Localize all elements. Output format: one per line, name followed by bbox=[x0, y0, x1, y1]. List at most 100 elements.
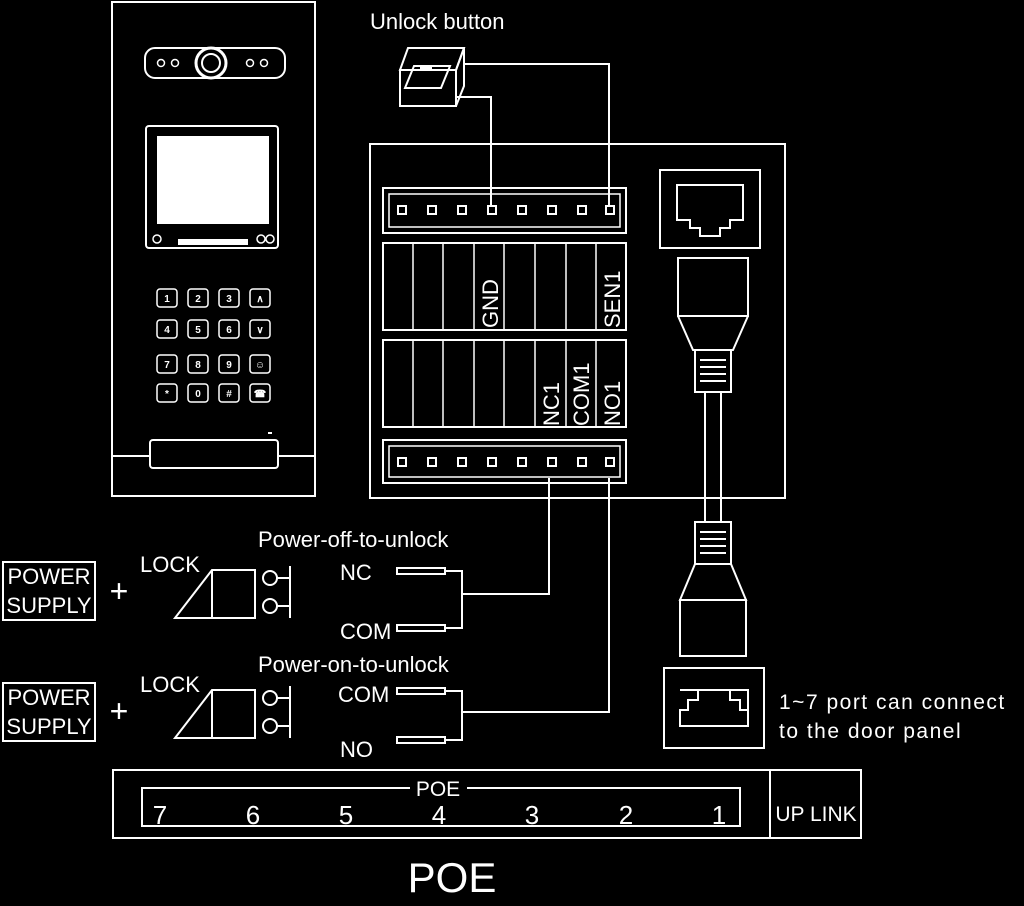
port-note-line1: 1~7 port can connect bbox=[779, 691, 1006, 714]
svg-text:6: 6 bbox=[226, 325, 232, 336]
rj45-port-switch bbox=[663, 667, 765, 749]
terminal-screw bbox=[577, 457, 587, 467]
svg-text:*: * bbox=[165, 389, 169, 400]
terminal-dividers bbox=[412, 243, 597, 427]
keypad-key: ☎ bbox=[249, 383, 271, 403]
port-note-line2: to the door panel bbox=[779, 720, 962, 743]
terminal-screw bbox=[605, 457, 615, 467]
uplink-label: UP LINK bbox=[775, 803, 856, 826]
controller-module bbox=[369, 143, 786, 499]
terminal-screw bbox=[547, 205, 557, 215]
keypad-key: 5 bbox=[187, 319, 209, 339]
poe-port-number: 1 bbox=[712, 800, 726, 830]
poe-caption: POE bbox=[408, 854, 497, 901]
terminal-sen1: SEN1 bbox=[600, 271, 625, 328]
poe-port-number: 2 bbox=[619, 800, 633, 830]
poe-switch bbox=[112, 769, 862, 839]
keypad-key: ∨ bbox=[249, 319, 271, 339]
contact-com-2: COM bbox=[338, 682, 389, 707]
svg-text:7: 7 bbox=[164, 360, 170, 371]
keypad-key: ☺ bbox=[249, 354, 271, 374]
poe-port-number: 3 bbox=[525, 800, 539, 830]
svg-text:2: 2 bbox=[195, 294, 201, 305]
svg-text:POWER: POWER bbox=[7, 564, 90, 589]
module-to-lock-wires bbox=[480, 478, 610, 713]
svg-text:5: 5 bbox=[195, 325, 201, 336]
keypad-key: 8 bbox=[187, 354, 209, 374]
svg-text:POWER: POWER bbox=[7, 685, 90, 710]
svg-text:∧: ∧ bbox=[256, 294, 263, 305]
keypad: 1 2 3 ∧ 4 5 6 ∨ 7 8 9 ☺ * 0 # ☎ bbox=[156, 288, 271, 403]
plus-sign-1: + bbox=[110, 573, 129, 609]
terminal-screw bbox=[457, 457, 467, 467]
poe-port-number: 5 bbox=[339, 800, 353, 830]
svg-text:3: 3 bbox=[226, 294, 232, 305]
terminal-screw bbox=[517, 205, 527, 215]
plus-sign-2: + bbox=[110, 693, 129, 729]
terminal-gnd: GND bbox=[478, 279, 503, 328]
terminal-screw bbox=[547, 457, 557, 467]
svg-text:SUPPLY: SUPPLY bbox=[6, 714, 92, 739]
door-panel bbox=[111, 1, 316, 497]
terminal-screw bbox=[517, 457, 527, 467]
contact-nc: NC bbox=[340, 560, 372, 585]
keypad-key: 6 bbox=[218, 319, 240, 339]
svg-text:☎: ☎ bbox=[254, 389, 266, 400]
poe-port-number: 4 bbox=[432, 800, 446, 830]
keypad-key: 2 bbox=[187, 288, 209, 308]
lock-icon-1 bbox=[172, 566, 291, 619]
keypad-key: 3 bbox=[218, 288, 240, 308]
svg-text:4: 4 bbox=[164, 325, 170, 336]
svg-text:9: 9 bbox=[226, 360, 232, 371]
mode-power-on: Power-on-to-unlock bbox=[258, 652, 450, 677]
terminal-screw bbox=[605, 205, 615, 215]
svg-text:☺: ☺ bbox=[255, 360, 265, 371]
wire-ends-1 bbox=[396, 567, 480, 632]
keypad-key: 0 bbox=[187, 383, 209, 403]
keypad-key: 1 bbox=[156, 288, 178, 308]
terminal-com1: COM1 bbox=[569, 362, 594, 426]
ethernet-cable bbox=[677, 257, 749, 657]
wire-ends-2 bbox=[396, 687, 480, 744]
contact-com-1: COM bbox=[340, 619, 391, 644]
keypad-key: 9 bbox=[218, 354, 240, 374]
keypad-key: 4 bbox=[156, 319, 178, 339]
rj45-jack-module bbox=[659, 169, 761, 249]
power-supply-box-2: POWER SUPPLY bbox=[2, 682, 96, 742]
lock-icon-2 bbox=[172, 686, 291, 739]
terminal-screw bbox=[397, 457, 407, 467]
terminal-screw bbox=[457, 205, 467, 215]
unlock-button-wires bbox=[456, 63, 610, 205]
lock-label-2: LOCK bbox=[140, 672, 200, 697]
poe-port-number: 7 bbox=[153, 800, 167, 830]
terminal-no1: NO1 bbox=[600, 381, 625, 426]
unlock-button-title: Unlock button bbox=[370, 9, 505, 34]
svg-text:#: # bbox=[226, 389, 232, 400]
svg-text:SUPPLY: SUPPLY bbox=[6, 593, 92, 618]
keypad-key: ∧ bbox=[249, 288, 271, 308]
keypad-key: 7 bbox=[156, 354, 178, 374]
poe-group-label: POE bbox=[416, 778, 460, 801]
svg-text:0: 0 bbox=[195, 389, 201, 400]
terminal-screw bbox=[427, 457, 437, 467]
svg-text:∨: ∨ bbox=[256, 325, 263, 336]
terminal-screw bbox=[487, 457, 497, 467]
terminal-dots bbox=[397, 205, 615, 467]
terminal-screw bbox=[487, 205, 497, 215]
terminal-nc1: NC1 bbox=[539, 382, 564, 426]
terminal-screw bbox=[397, 205, 407, 215]
terminal-screw bbox=[577, 205, 587, 215]
svg-text:1: 1 bbox=[164, 294, 170, 305]
terminal-screw bbox=[427, 205, 437, 215]
contact-no: NO bbox=[340, 737, 373, 762]
keypad-key: # bbox=[218, 383, 240, 403]
mode-power-off: Power-off-to-unlock bbox=[258, 527, 449, 552]
svg-text:8: 8 bbox=[195, 360, 201, 371]
keypad-key: * bbox=[156, 383, 178, 403]
power-supply-box-1: POWER SUPPLY bbox=[2, 561, 96, 621]
unlock-button-icon bbox=[398, 47, 466, 107]
lock-label-1: LOCK bbox=[140, 552, 200, 577]
